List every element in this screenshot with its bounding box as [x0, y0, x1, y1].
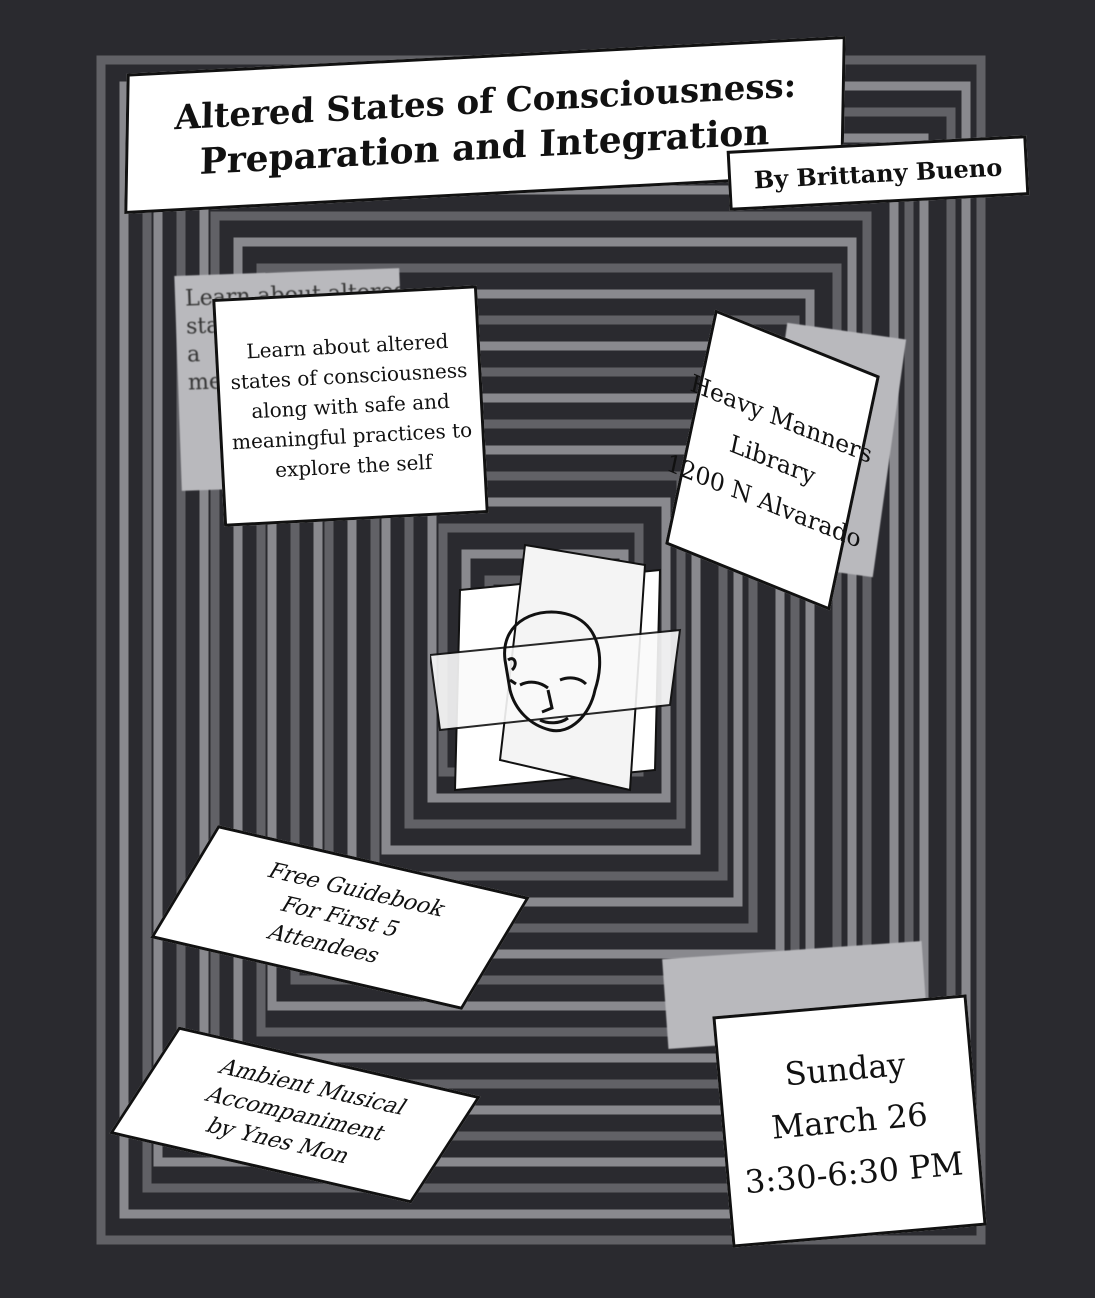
background-stripe [370, 419, 728, 881]
background-stripe [381, 445, 701, 855]
background-stripe [233, 237, 857, 1063]
background-stripe [404, 471, 686, 829]
head-illustration [430, 543, 682, 792]
background-stripe [313, 341, 785, 959]
background-stripe [256, 263, 842, 1037]
background-stripe [210, 211, 872, 1089]
description-box: Learn about altered states of consciousn… [212, 285, 489, 527]
background-stripe [267, 289, 815, 1011]
background-stripe [347, 393, 743, 907]
background-stripe [290, 315, 800, 985]
background-stripe [324, 367, 758, 933]
byline: By Brittany Bueno [753, 152, 1003, 194]
datetime-box: Sunday March 26 3:30-6:30 PM [712, 994, 987, 1248]
head-icon [503, 610, 602, 733]
